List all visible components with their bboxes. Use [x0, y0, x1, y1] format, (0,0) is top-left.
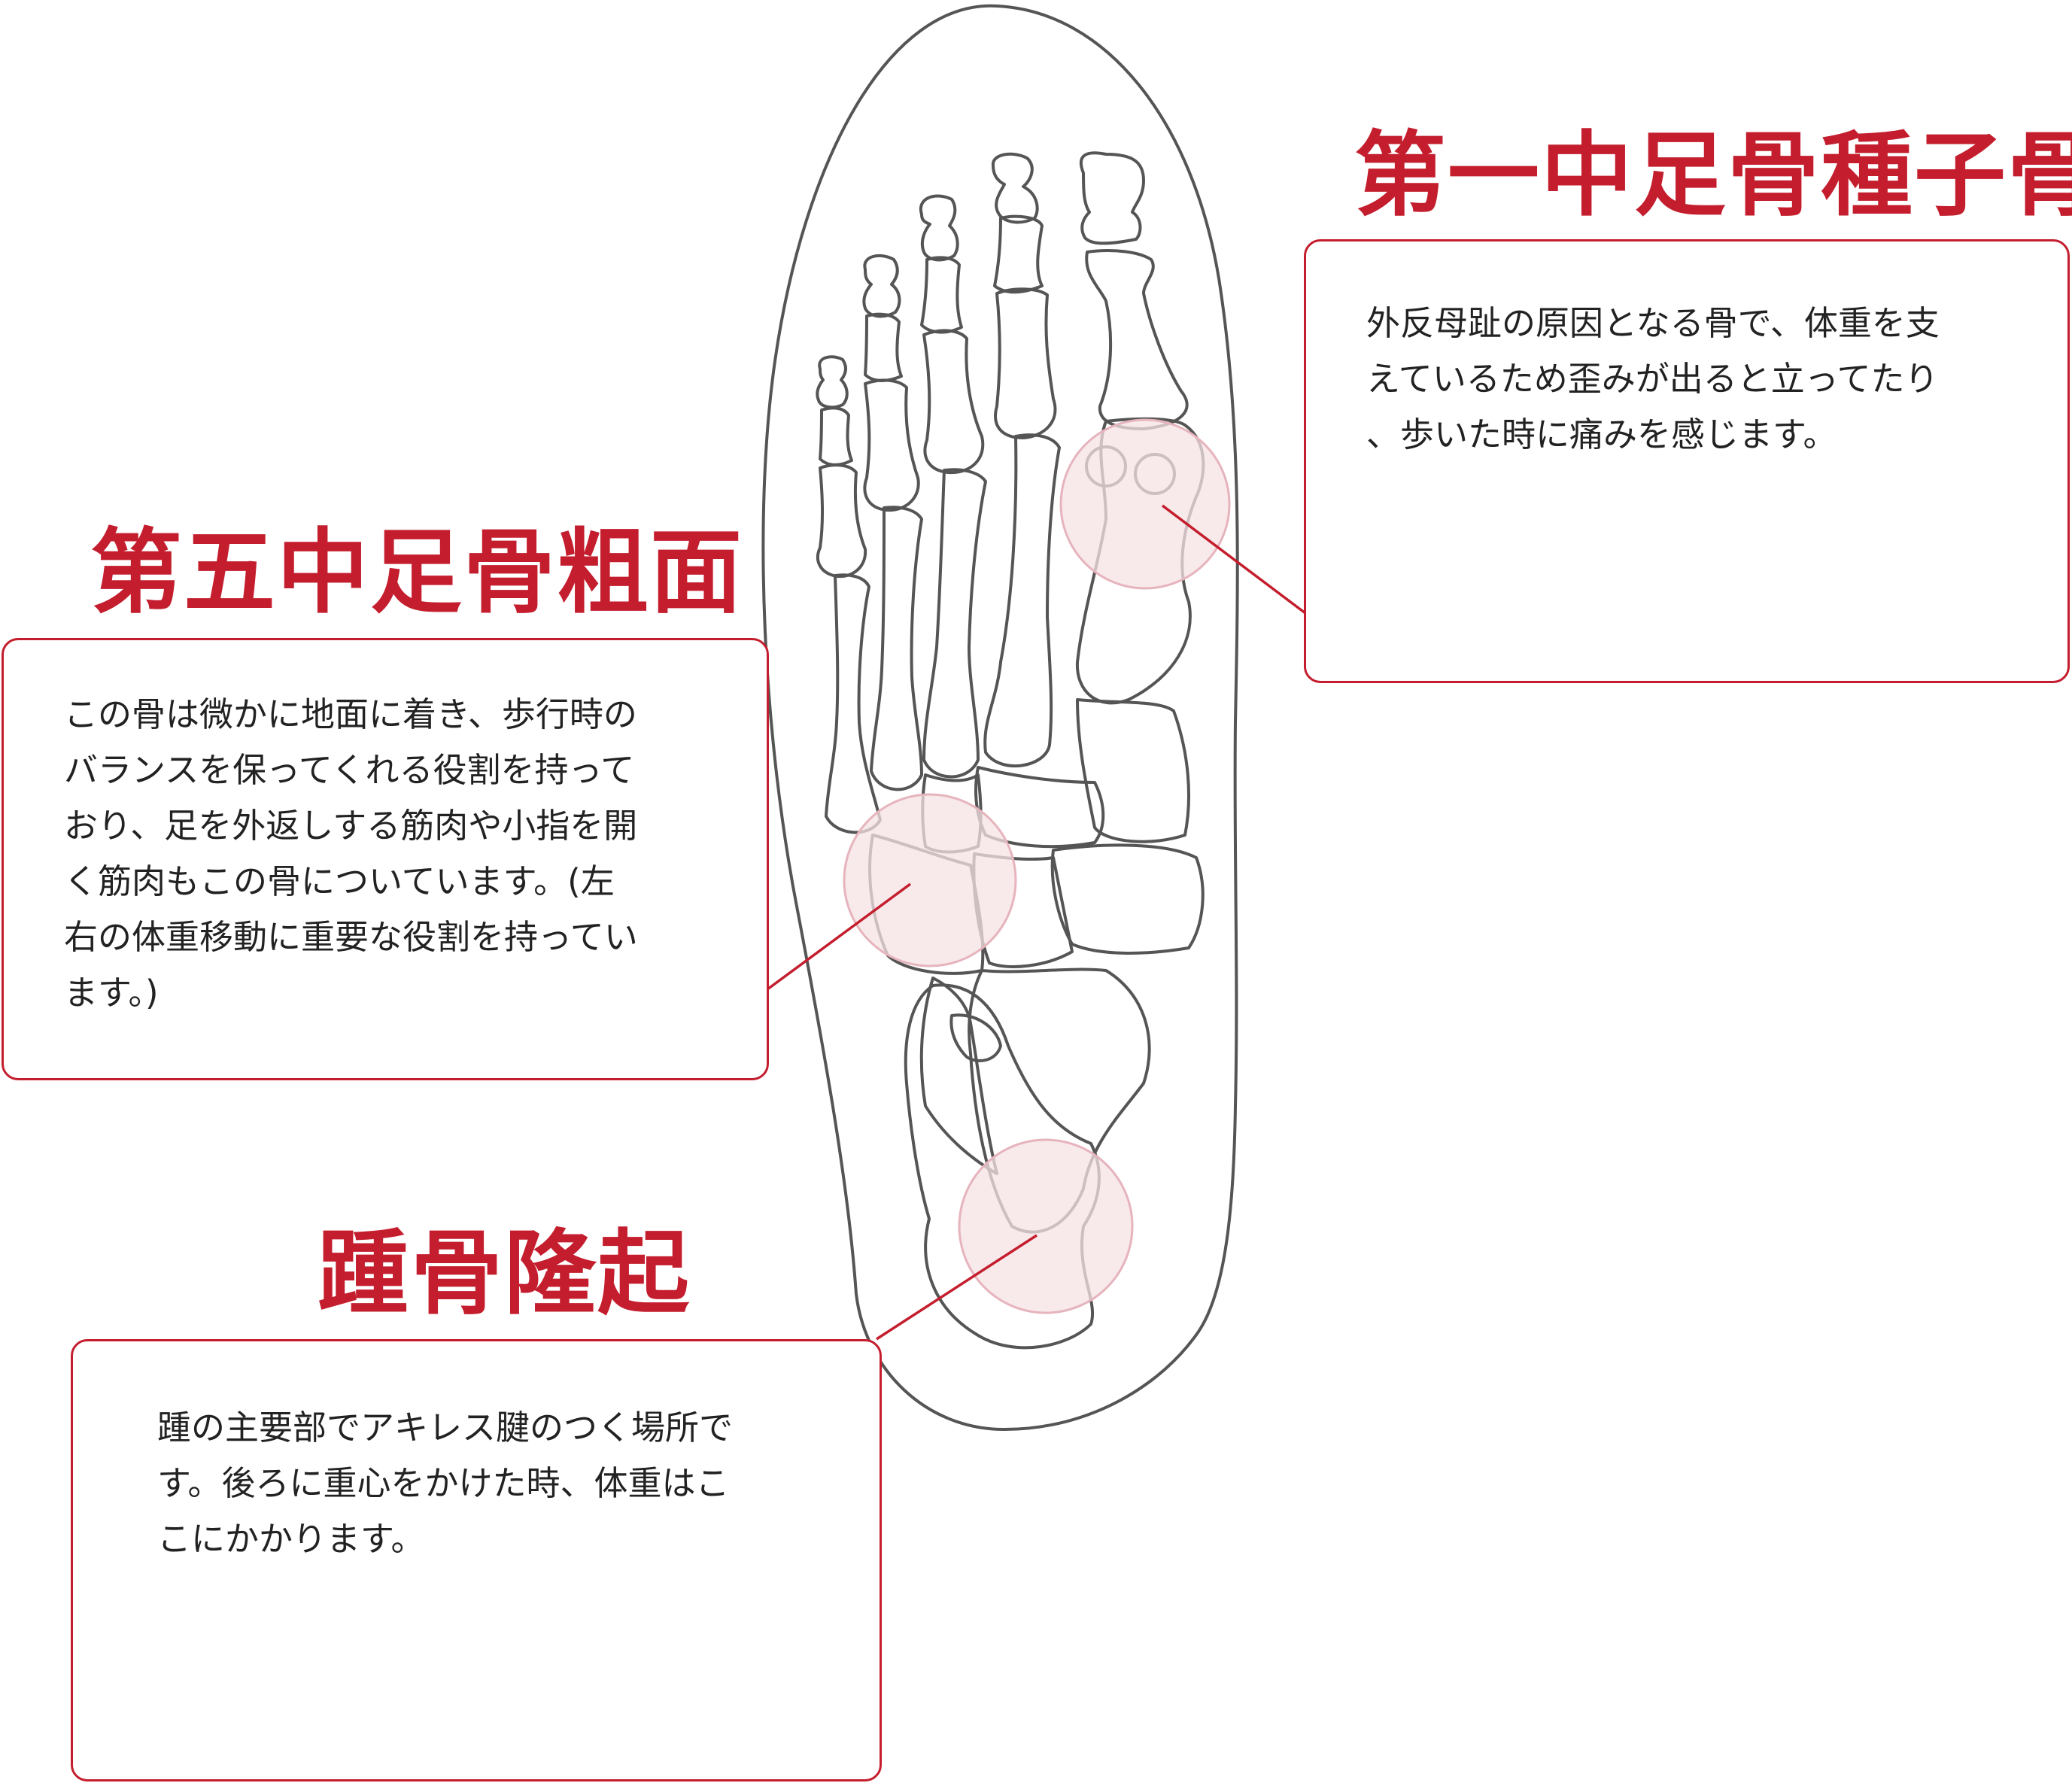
- fifth-metatarsal-leader: [766, 882, 912, 991]
- second-toe-bones: [983, 152, 1061, 768]
- calcaneal-title: 踵骨隆起: [317, 1220, 691, 1327]
- fifth-metatarsal-line: ます。): [64, 973, 159, 1013]
- highlight-markers: [843, 418, 1231, 1314]
- fifth-metatarsal-description: この骨は微かに地面に着き、歩行時の バランスを保ってくれる役割を持って おり、足…: [64, 687, 638, 1021]
- fifth-metatarsal-line: バランスを保ってくれる役割を持って: [64, 750, 635, 790]
- fifth-metatarsal-line: おり、足を外返しする筋肉や小指を開: [64, 806, 638, 846]
- calcaneal-line: す。後ろに重心をかけた時、体重はこ: [157, 1463, 730, 1503]
- fifth-metatarsal-line: 右の体重移動に重要な役割を持ってい: [64, 917, 638, 957]
- fifth-metatarsal-line: この骨は微かに地面に着き、歩行時の: [64, 694, 637, 734]
- fifth-toe-bones: [816, 355, 882, 834]
- sesamoid-line: 外反母趾の原因となる骨で、体重を支: [1366, 303, 1940, 343]
- calcaneal-description: 踵の主要部でアキレス腱のつく場所で す。後ろに重心をかけた時、体重はこ こにかか…: [157, 1400, 733, 1567]
- sesamoid-description: 外反母趾の原因となる骨で、体重を支 えているため歪みが出ると立ってたり 、歩いた…: [1366, 296, 1940, 463]
- third-toe-bones: [919, 194, 987, 779]
- sesamoid-leader: [1161, 504, 1307, 615]
- fourth-toe-bones: [862, 254, 923, 791]
- calcaneal-line: 踵の主要部でアキレス腱のつく場所で: [157, 1408, 734, 1447]
- calcaneal-leader: [876, 1234, 1038, 1341]
- calcaneal-box: 踵の主要部でアキレス腱のつく場所で す。後ろに重心をかけた時、体重はこ こにかか…: [71, 1339, 882, 1781]
- sesamoid-line: 、歩いた時に痛みを感じます。: [1366, 415, 1837, 454]
- sesamoid-box: 外反母趾の原因となる骨で、体重を支 えているため歪みが出ると立ってたり 、歩いた…: [1304, 239, 2070, 683]
- calcaneal-highlight: [958, 1138, 1134, 1314]
- fifth-metatarsal-line: く筋肉もこの骨についています。(左: [64, 861, 615, 901]
- sesamoid-line: えているため歪みが出ると立ってたり: [1366, 359, 1939, 399]
- foot-outline: [761, 4, 1239, 1431]
- fifth-metatarsal-title: 第五中足骨粗面: [90, 519, 743, 626]
- leader-lines: [766, 504, 1307, 1341]
- sesamoid-title: 第一中足骨種子骨: [1354, 122, 2072, 229]
- calcaneal-line: こにかかります。: [157, 1519, 425, 1559]
- fifth-metatarsal-box: この骨は微かに地面に着き、歩行時の バランスを保ってくれる役割を持って おり、足…: [2, 638, 769, 1080]
- fifth-metatarsal-highlight: [843, 793, 1017, 967]
- sesamoid-highlight: [1059, 418, 1231, 590]
